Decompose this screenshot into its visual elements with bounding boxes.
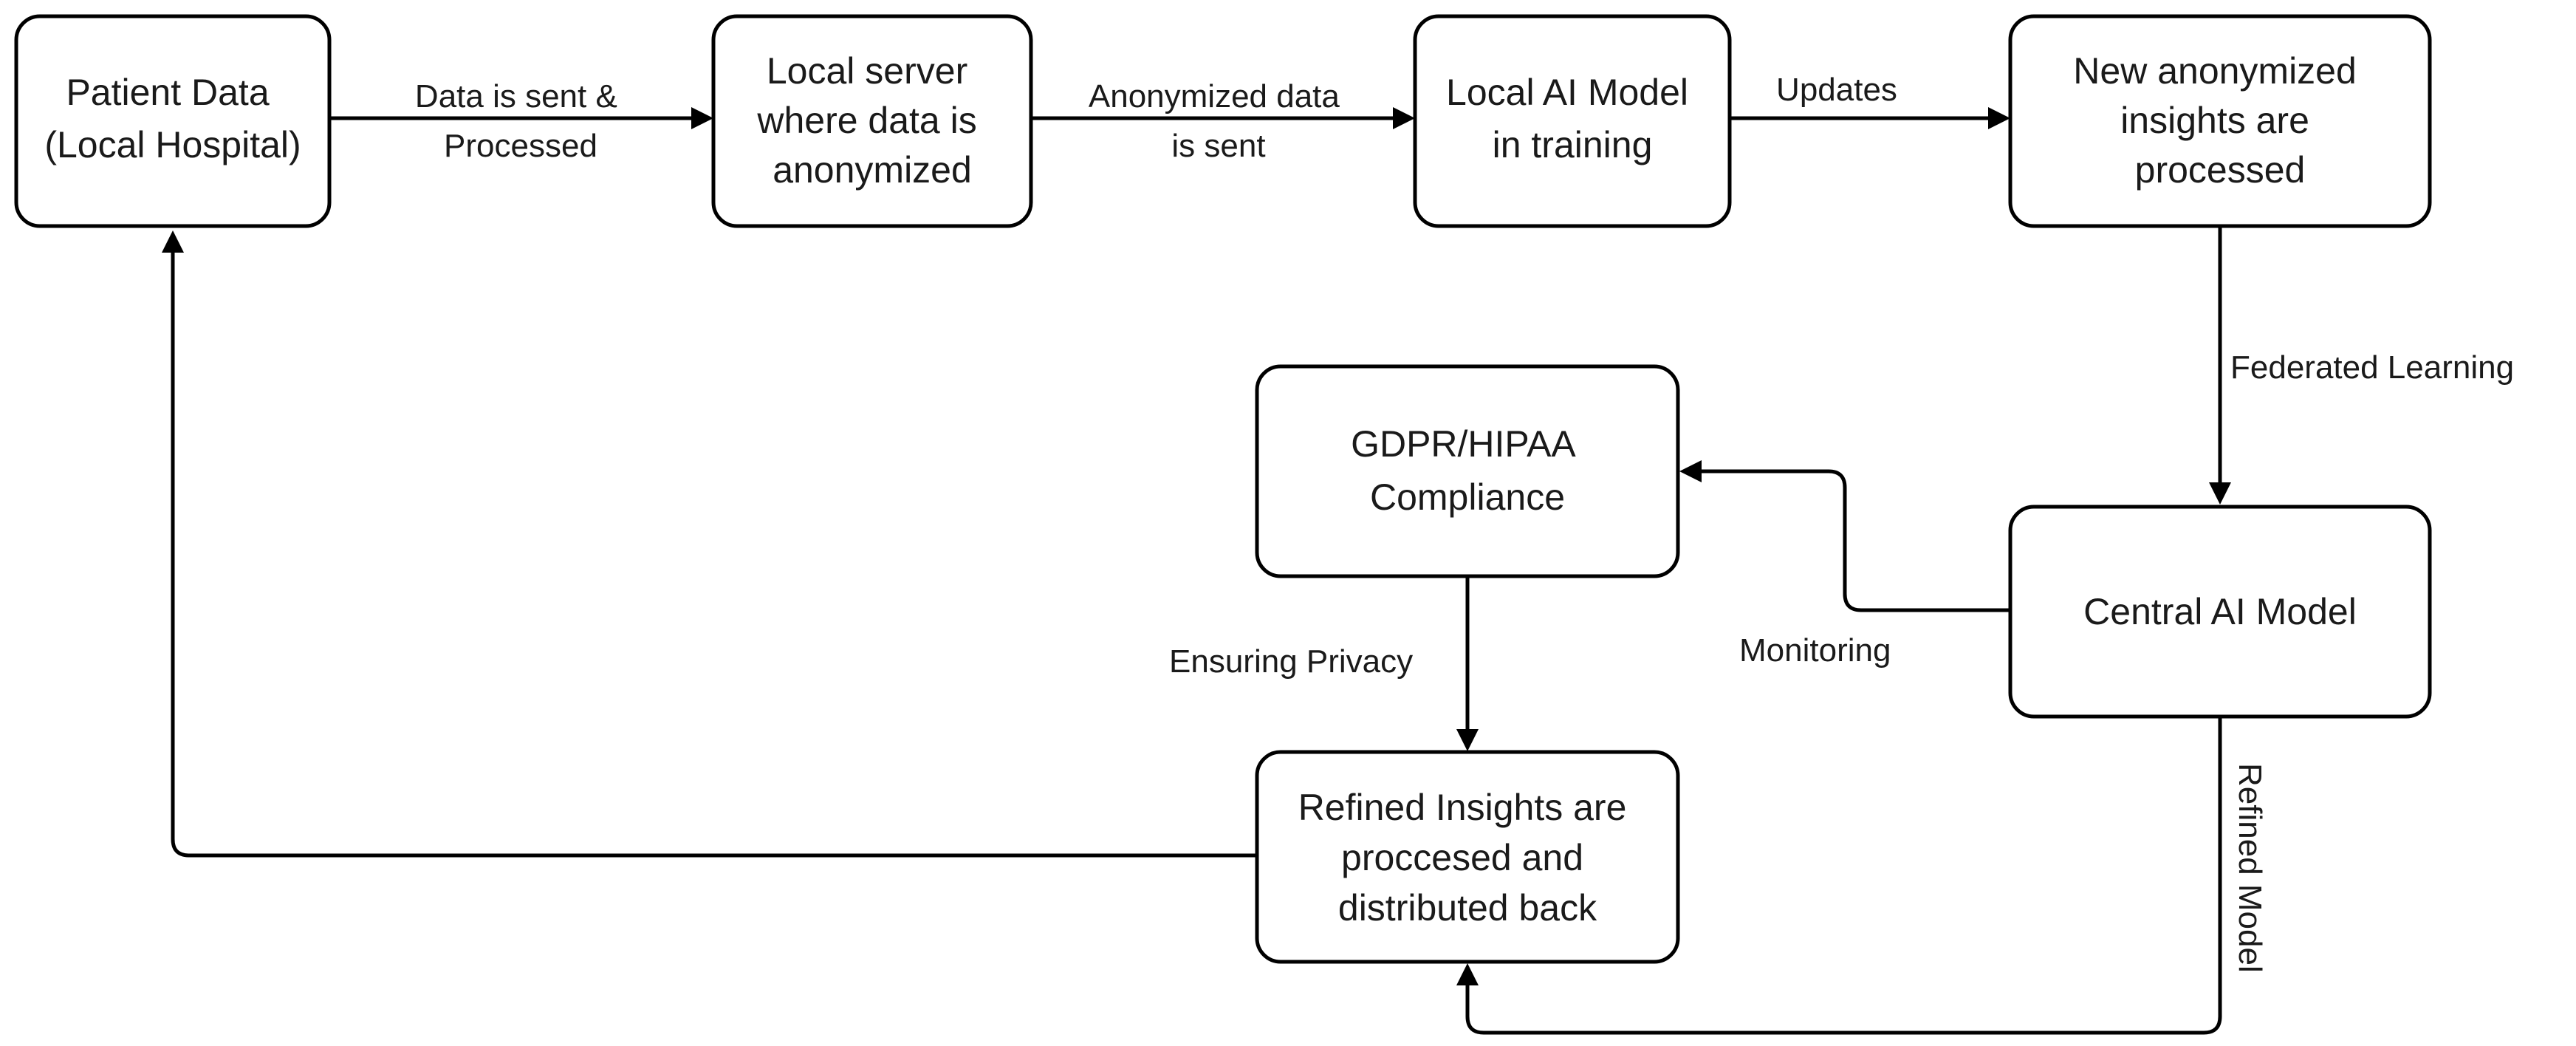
edge-line — [1465, 717, 2222, 1035]
node-label: Local AI Model in training — [1446, 72, 1699, 165]
arrowhead — [1456, 963, 1479, 985]
edge-label-federated-learning: Federated Learning — [2230, 349, 2514, 386]
edge-line — [1700, 469, 2010, 612]
arrowhead — [1393, 107, 1415, 129]
edge-label-monitoring: Monitoring — [1739, 632, 1891, 669]
node-new-insights: New anonymized insights are processed — [2008, 14, 2432, 228]
edge-gdpr-to-refined-insights: Ensuring Privacy — [1169, 576, 1479, 751]
edge-server-to-local-ai: Anonymized data is sent — [1031, 78, 1415, 164]
node-box — [14, 14, 332, 228]
arrowhead — [691, 107, 713, 129]
edge-label-data-sent-processed: Data is sent & Processed — [415, 78, 626, 164]
node-label: Local server where data is anonymized — [756, 50, 987, 191]
edge-central-ai-to-gdpr: Monitoring — [1679, 460, 2010, 669]
node-patient-data: Patient Data (Local Hospital) — [14, 14, 332, 228]
edge-central-ai-to-refined-insights: Refined Model — [1456, 717, 2268, 1035]
edge-label-anonymized-data-sent: Anonymized data is sent — [1089, 78, 1349, 164]
edge-patient-to-server: Data is sent & Processed — [329, 78, 713, 164]
node-central-ai-model: Central AI Model — [2008, 505, 2432, 719]
node-box — [1255, 750, 1680, 964]
node-local-ai-model: Local AI Model in training — [1413, 14, 1732, 228]
node-label: Refined Insights are proccesed and distr… — [1298, 787, 1637, 929]
node-label: GDPR/HIPAA Compliance — [1351, 423, 1584, 518]
node-refined-insights: Refined Insights are proccesed and distr… — [1255, 750, 1680, 964]
node-box — [1255, 364, 1680, 578]
arrowhead — [1679, 460, 1702, 482]
edge-refined-insights-to-patient — [162, 230, 1257, 858]
arrowhead — [162, 230, 184, 253]
node-label: Central AI Model — [2083, 591, 2357, 632]
edge-label-updates: Updates — [1776, 72, 1897, 108]
node-label: New anonymized insights are processed — [2073, 50, 2366, 191]
node-box — [2008, 505, 2432, 719]
arrowhead — [2209, 482, 2231, 505]
edge-insights-to-central-ai: Federated Learning — [2209, 225, 2514, 505]
edge-line — [171, 251, 1257, 858]
edge-label-ensuring-privacy: Ensuring Privacy — [1169, 643, 1413, 680]
node-box — [711, 14, 1033, 228]
arrowhead — [1456, 729, 1479, 751]
node-label: Patient Data (Local Hospital) — [44, 72, 301, 165]
edge-local-ai-to-insights: Updates — [1730, 72, 2010, 129]
edge-label-refined-model: Refined Model — [2232, 763, 2268, 973]
node-local-server: Local server where data is anonymized — [711, 14, 1033, 228]
arrowhead — [1988, 107, 2010, 129]
node-box — [2008, 14, 2432, 228]
node-box — [1413, 14, 1732, 228]
node-gdpr-hipaa-compliance: GDPR/HIPAA Compliance — [1255, 364, 1680, 578]
